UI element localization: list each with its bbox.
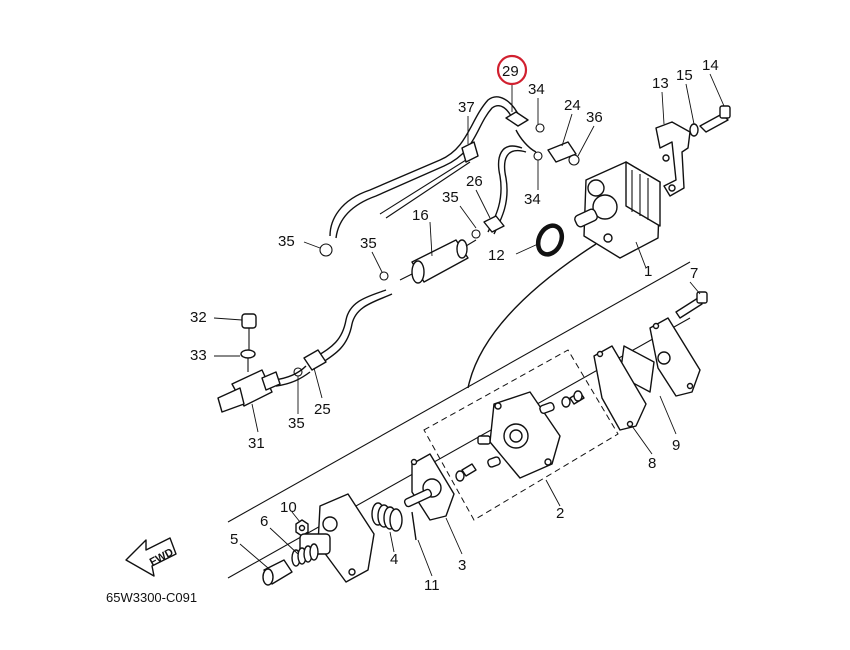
pin[interactable] bbox=[411, 511, 417, 541]
cover-bolt[interactable] bbox=[675, 291, 708, 319]
callout-7[interactable]: 7 bbox=[690, 265, 698, 282]
fuel-joint[interactable] bbox=[217, 356, 281, 413]
callout-14[interactable]: 14 bbox=[702, 57, 719, 74]
callout-9[interactable]: 9 bbox=[672, 437, 680, 454]
callout-33[interactable]: 33 bbox=[190, 347, 207, 364]
fuel-pump-assembly[interactable] bbox=[573, 161, 661, 259]
callout-15[interactable]: 15 bbox=[676, 67, 693, 84]
leader-lines bbox=[213, 73, 725, 577]
bracket-bolt[interactable] bbox=[699, 105, 731, 133]
callout-36[interactable]: 36 bbox=[586, 109, 603, 126]
callout-12[interactable]: 12 bbox=[488, 247, 505, 264]
joint-washer[interactable] bbox=[240, 349, 256, 359]
nut[interactable] bbox=[295, 519, 309, 537]
pump-body[interactable] bbox=[477, 391, 561, 479]
fuel-hose-24[interactable] bbox=[547, 141, 577, 163]
plunger-spring[interactable] bbox=[291, 543, 319, 567]
fuel-hoses bbox=[273, 96, 537, 387]
callout-6[interactable]: 6 bbox=[260, 513, 268, 530]
callout-5[interactable]: 5 bbox=[230, 531, 238, 548]
assembly-link-curve bbox=[467, 243, 597, 389]
fuel-hose-26[interactable] bbox=[483, 215, 505, 233]
diagram-code: 65W3300-C091 bbox=[106, 590, 197, 605]
callout-13[interactable]: 13 bbox=[652, 75, 669, 92]
fuel-hose-25[interactable] bbox=[303, 349, 327, 371]
callout-16[interactable]: 16 bbox=[412, 207, 429, 224]
highlight-ring bbox=[496, 54, 528, 86]
callout-labels: 29 34 24 36 34 13 15 14 37 26 35 16 35 3… bbox=[106, 54, 719, 605]
callout-37[interactable]: 37 bbox=[458, 99, 475, 116]
callout-29[interactable]: 29 bbox=[502, 63, 519, 80]
pump-housing[interactable] bbox=[299, 493, 375, 583]
diaphragm-gasket[interactable] bbox=[593, 345, 647, 431]
callout-34[interactable]: 34 bbox=[528, 81, 545, 98]
o-ring[interactable] bbox=[534, 222, 567, 258]
callout-2[interactable]: 2 bbox=[556, 505, 564, 522]
callout-11[interactable]: 11 bbox=[424, 577, 440, 594]
callout-26[interactable]: 26 bbox=[466, 173, 483, 190]
pump-body-group-outline bbox=[423, 349, 619, 521]
joint-bolt[interactable] bbox=[241, 313, 257, 350]
callout-35[interactable]: 35 bbox=[288, 415, 305, 432]
callout-1[interactable]: 1 bbox=[644, 263, 652, 280]
pump-screw-washers[interactable] bbox=[455, 390, 585, 482]
callout-4[interactable]: 4 bbox=[390, 551, 398, 568]
callout-24[interactable]: 24 bbox=[564, 97, 581, 114]
callout-31[interactable]: 31 bbox=[248, 435, 265, 452]
plunger[interactable] bbox=[262, 559, 293, 586]
callout-32[interactable]: 32 bbox=[190, 309, 207, 326]
callout-35[interactable]: 35 bbox=[360, 235, 377, 252]
fuel-hose-29[interactable] bbox=[505, 111, 529, 127]
forward-direction-arrow: FWD bbox=[125, 537, 177, 577]
bracket-washer[interactable] bbox=[689, 123, 699, 137]
tie-strap[interactable] bbox=[379, 141, 479, 219]
callout-35[interactable]: 35 bbox=[278, 233, 295, 250]
callout-25[interactable]: 25 bbox=[314, 401, 331, 418]
callout-10[interactable]: 10 bbox=[280, 499, 297, 516]
fuel-filter[interactable] bbox=[399, 239, 477, 284]
callout-34[interactable]: 34 bbox=[524, 191, 541, 208]
diaphragm-spring[interactable] bbox=[371, 502, 403, 532]
callout-35[interactable]: 35 bbox=[442, 189, 459, 206]
diaphragm-plunger[interactable] bbox=[403, 453, 455, 521]
mounting-bracket[interactable] bbox=[655, 121, 691, 197]
callout-8[interactable]: 8 bbox=[648, 455, 656, 472]
callout-3[interactable]: 3 bbox=[458, 557, 466, 574]
